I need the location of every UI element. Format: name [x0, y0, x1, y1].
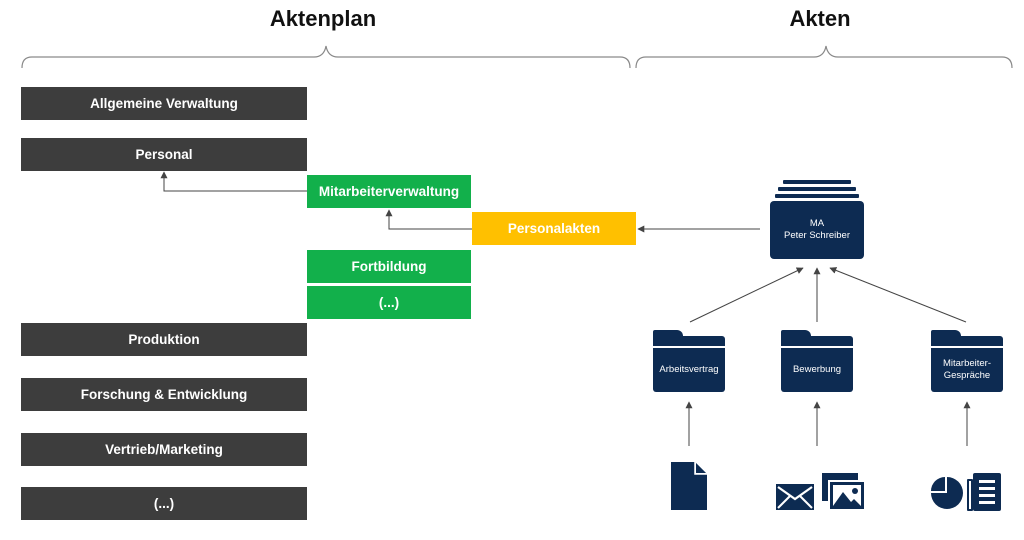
folder-strip [781, 336, 853, 346]
personnel-file-card[interactable]: MA Peter Schreiber [770, 201, 864, 259]
folder-label: Mitarbeiter- Gespräche [931, 348, 1003, 392]
category-forschung-entwicklung[interactable]: Forschung & Entwicklung [21, 378, 307, 411]
category-personal[interactable]: Personal [21, 138, 307, 171]
subcategory-personalakten[interactable]: Personalakten [472, 212, 636, 245]
envelope-icon [776, 484, 814, 510]
aktenplan-brace [21, 45, 1013, 69]
folder-tab [781, 330, 811, 339]
category-more[interactable]: (...) [21, 487, 307, 520]
file-stack-line [783, 180, 851, 184]
folder-label: Bewerbung [781, 348, 853, 392]
folder-label: Arbeitsvertrag [653, 348, 725, 392]
pie-chart-icon [931, 477, 963, 509]
subcategory-fortbildung[interactable]: Fortbildung [307, 250, 471, 283]
connector-arbeitsvertrag-filecard [689, 267, 804, 323]
subcategory-more[interactable]: (...) [307, 286, 471, 319]
folder-mitarbeiter-gespraeche[interactable]: Mitarbeiter- Gespräche [931, 330, 1003, 392]
category-allgemeine-verwaltung[interactable]: Allgemeine Verwaltung [21, 87, 307, 120]
file-card-line2: Peter Schreiber [783, 230, 850, 241]
akten-brace [635, 45, 1013, 69]
images-icon [822, 473, 866, 511]
folder-arbeitsvertrag[interactable]: Arbeitsvertrag [653, 330, 725, 392]
folder-strip [931, 336, 1003, 346]
folder-tab [931, 330, 961, 339]
file-stack-line [775, 194, 859, 198]
file-stack-line [778, 187, 856, 191]
category-vertrieb-marketing[interactable]: Vertrieb/Marketing [21, 433, 307, 466]
aktenplan-heading: Aktenplan [269, 6, 377, 31]
akten-heading: Akten [789, 6, 851, 31]
text-document-icon [967, 473, 1001, 511]
connector-gespraeche-filecard [829, 267, 967, 323]
connector-mitarbeiterverwaltung-personal [160, 171, 307, 192]
subcategory-mitarbeiterverwaltung[interactable]: Mitarbeiterverwaltung [307, 175, 471, 208]
folder-tab [653, 330, 683, 339]
folder-bewerbung[interactable]: Bewerbung [781, 330, 853, 392]
category-produktion[interactable]: Produktion [21, 323, 307, 356]
folder-strip [653, 336, 725, 346]
connector-personalakten-mitarbeiterverwaltung [385, 209, 472, 230]
file-card-line1: MA [809, 218, 825, 230]
document-icon [671, 462, 707, 510]
